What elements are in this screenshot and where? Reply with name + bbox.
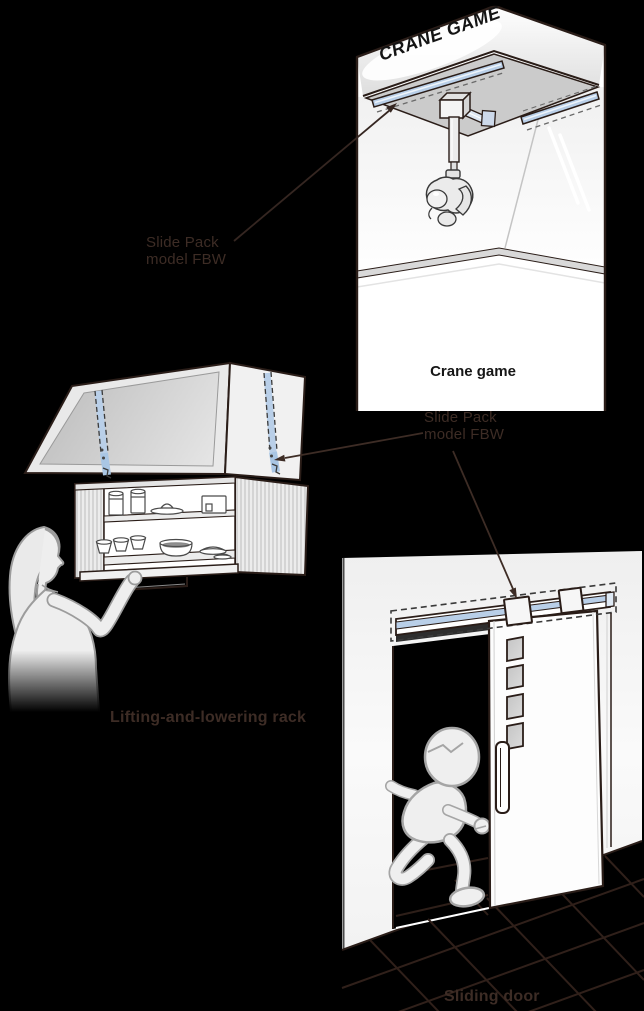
woman-figure	[8, 525, 143, 713]
wall-corner-seam	[504, 111, 541, 249]
rack-caption: Lifting-and-lowering rack	[110, 709, 307, 726]
rack-slide-rail-front	[94, 389, 112, 479]
crane-slide-rail-left	[371, 60, 505, 113]
slide-pack-label-1: Slide Pack model FBW	[146, 234, 227, 268]
glass-reflection-lines	[547, 126, 591, 212]
machine-ceiling	[363, 53, 601, 137]
rack-left-column	[74, 482, 105, 579]
leader-arrow-door	[452, 450, 517, 599]
crane-carriage	[438, 91, 472, 120]
child-figure	[385, 726, 491, 908]
doorway-threshold	[395, 907, 490, 929]
sliding-door-scene	[341, 551, 644, 1011]
rack-side-panel	[223, 361, 307, 482]
rack-shelf-items	[95, 488, 232, 560]
machine-interior-wall	[357, 87, 605, 271]
crane-slide-rail-right	[520, 85, 602, 131]
machine-marquee	[357, 7, 605, 96]
rack-body-side	[234, 475, 310, 577]
machine-outline	[355, 5, 607, 411]
rack-mirror	[39, 371, 220, 467]
rack-top-board	[74, 476, 236, 491]
marquee-highlight	[362, 19, 502, 81]
crane-claw	[425, 169, 474, 227]
rack-bottom-slab	[79, 563, 239, 582]
door-caption: Sliding door	[444, 988, 540, 1005]
leader-arrow-crane	[233, 103, 397, 242]
crane-game-scene	[355, 5, 607, 411]
door-handle	[495, 741, 510, 814]
floor-grid	[341, 855, 644, 1011]
door-windows	[506, 635, 524, 751]
lifting-rack-scene	[8, 361, 310, 713]
slide-pack-label-2: Slide Pack model FBW	[424, 409, 505, 443]
door-carriage-2	[557, 586, 585, 615]
crane-pole	[448, 116, 460, 173]
door-carriage-1	[503, 595, 533, 627]
rack-slide-rail-side	[263, 371, 281, 475]
leader-arrow-rack	[274, 432, 424, 462]
crane-caption: Crane game	[430, 363, 516, 380]
door-rail	[395, 590, 615, 637]
door-rail-dashed-outline	[390, 582, 617, 642]
